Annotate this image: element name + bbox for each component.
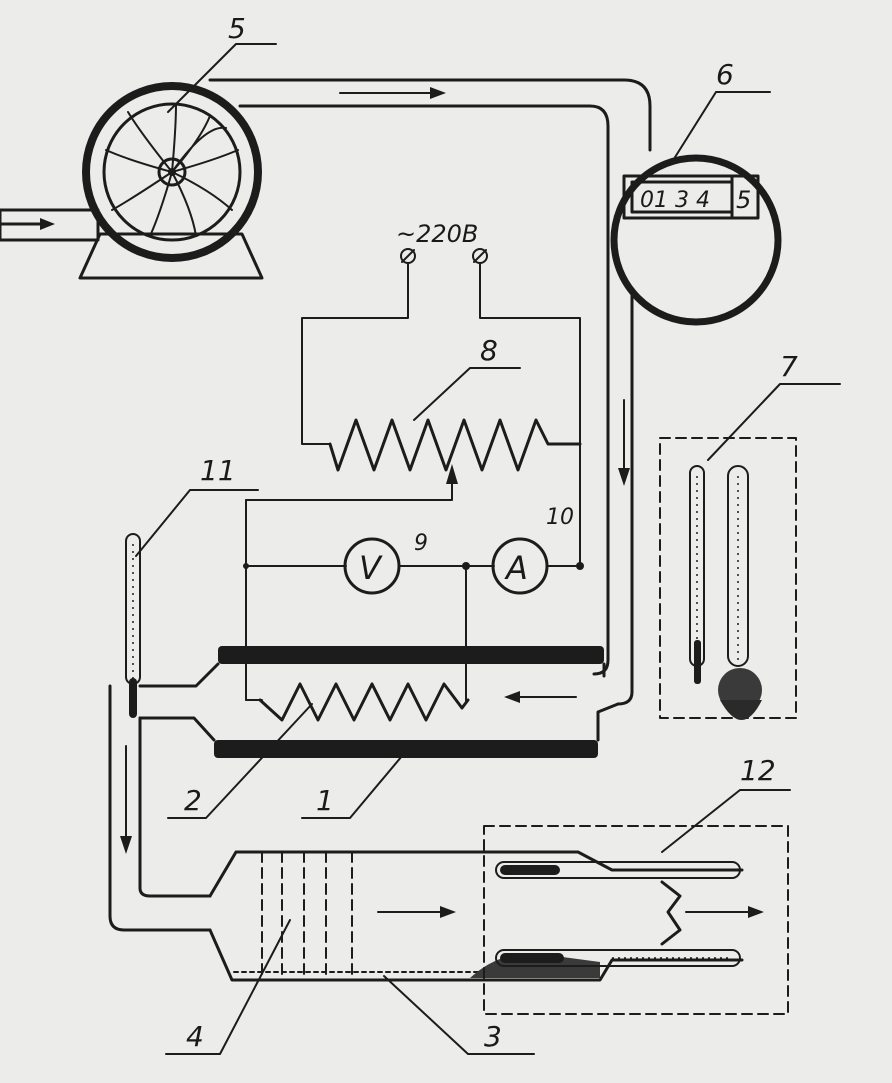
inlet-thermometer xyxy=(125,533,141,718)
electrical-circuit: ~220В V A xyxy=(243,220,584,595)
callout-1: 1 xyxy=(316,784,334,817)
psychrometer-top xyxy=(659,437,797,720)
impeller xyxy=(105,103,239,237)
heater-tube xyxy=(138,646,620,758)
supply-duct xyxy=(208,78,652,152)
ammeter-symbol: A xyxy=(504,549,528,587)
callout-9: 9 xyxy=(414,531,428,556)
gas-meter: 01 3 4 5 xyxy=(610,154,782,326)
callout-7: 7 xyxy=(780,350,798,383)
callouts: 5 6 7 8 9 10 11 2 1 12 4 3 xyxy=(135,12,841,1055)
callout-10: 10 xyxy=(546,505,574,530)
voltmeter-symbol: V xyxy=(359,549,383,587)
callout-6: 6 xyxy=(716,58,734,91)
gas-meter-digits: 01 3 4 xyxy=(640,188,710,213)
callout-4: 4 xyxy=(186,1020,204,1053)
callout-3: 3 xyxy=(484,1020,502,1053)
callout-12: 12 xyxy=(740,754,776,787)
wick-grid xyxy=(261,851,353,979)
link-pipe xyxy=(108,684,212,932)
gas-meter-last-digit: 5 xyxy=(736,186,751,214)
blower xyxy=(0,82,264,280)
humidifier-channel xyxy=(208,850,764,982)
psychrometer-bottom xyxy=(483,825,789,1015)
callout-11: 11 xyxy=(200,454,236,487)
callout-8: 8 xyxy=(480,334,498,367)
callout-5: 5 xyxy=(228,12,246,45)
callout-2: 2 xyxy=(184,784,202,817)
supply-voltage-label: ~220В xyxy=(396,220,478,248)
heating-coil xyxy=(245,499,470,722)
